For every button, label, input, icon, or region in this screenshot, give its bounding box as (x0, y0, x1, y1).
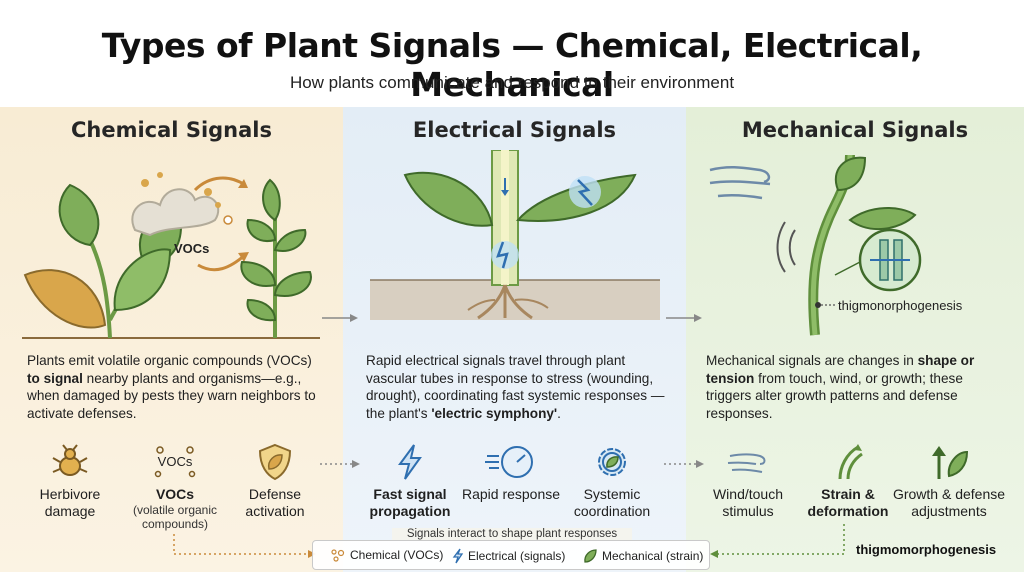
electrical-description: Rapid electrical signals travel through … (366, 353, 665, 421)
item-rapid-response: Rapid response (456, 442, 566, 503)
item-systemic-coordination: Systemic coordination (557, 442, 667, 520)
item-herbivore-damage: Herbivore damage (15, 442, 125, 520)
item-label: VOCs (155, 486, 195, 502)
dotted-feedback-right (710, 524, 845, 558)
page-title: Types of Plant Signals — Chemical, Elect… (101, 26, 923, 104)
dotted-arrow-elec-mech (664, 460, 704, 468)
lightning-icon (398, 444, 422, 480)
item-label: Growth & defense adjustments (892, 486, 1006, 519)
item-label: Fast signal propagation (369, 486, 451, 519)
item-label: Systemic coordination (573, 486, 651, 519)
item-fast-signal: Fast signal propagation (355, 442, 465, 520)
item-growth-defense: Growth & defense adjustments (890, 442, 1008, 520)
legend-title: Signals interact to shape plant response… (392, 528, 632, 540)
item-strain-deformation: Strain & deformation (793, 442, 903, 520)
item-label: Herbivore damage (39, 486, 101, 519)
mechanical-illustration (709, 154, 922, 336)
item-vocs: VOCs VOCs (volatile organic compounds) (120, 442, 230, 531)
dotted-feedback-left (173, 534, 316, 558)
leaf-icon (584, 549, 597, 563)
item-defense-activation: Defense activation (220, 442, 330, 520)
legend-box (312, 540, 710, 570)
electrical-illustration (370, 150, 660, 320)
mechanical-description: Mechanical signals are changes in shape … (706, 353, 975, 421)
chemical-panel (0, 107, 343, 572)
page-subtitle: How plants communicate and respond to th… (289, 73, 735, 92)
svg-text:VOCs: VOCs (158, 454, 193, 469)
item-label: Rapid response (461, 486, 561, 502)
legend-item-electrical: Electrical (signals) (452, 548, 565, 564)
item-sublabel: (volatile organic compounds) (132, 503, 218, 531)
thigmo-illustration-label: thigmonorphogenesis (838, 298, 963, 313)
item-label: Defense activation (245, 486, 305, 519)
wind-icon (727, 453, 766, 473)
vocs-illustration-label: VOCs (174, 241, 210, 256)
chemical-illustration (22, 172, 320, 339)
dotted-arrow-chem-elec (320, 460, 360, 468)
gear-leaf-icon (598, 448, 626, 476)
arrow-elec-to-mech (666, 314, 702, 322)
bug-icon (52, 444, 88, 476)
growth-arrow-leaf-icon (932, 446, 969, 479)
item-label: Wind/touch stimulus (712, 486, 784, 519)
mechanical-title: Mechanical Signals (741, 118, 969, 142)
electrical-title: Electrical Signals (412, 118, 617, 142)
vocs-icon: VOCs (154, 446, 196, 478)
legend-item-chemical: Chemical (VOCs) (330, 548, 443, 562)
lightning-icon (452, 548, 464, 564)
chemical-title: Chemical Signals (71, 118, 272, 142)
shield-leaf-icon (258, 443, 292, 481)
item-wind-touch: Wind/touch stimulus (693, 442, 803, 520)
legend-item-mechanical: Mechanical (strain) (582, 548, 703, 564)
item-label: Strain & deformation (807, 486, 889, 519)
chemical-description: Plants emit volatile organic compounds (… (27, 353, 316, 421)
vocs-dots-icon (331, 549, 345, 562)
thigmomorphogenesis-label: thigmomorphogenesis (856, 542, 997, 557)
bent-stem-icon (838, 444, 863, 480)
arrow-chem-to-elec (322, 314, 358, 322)
stopwatch-icon (485, 446, 533, 478)
